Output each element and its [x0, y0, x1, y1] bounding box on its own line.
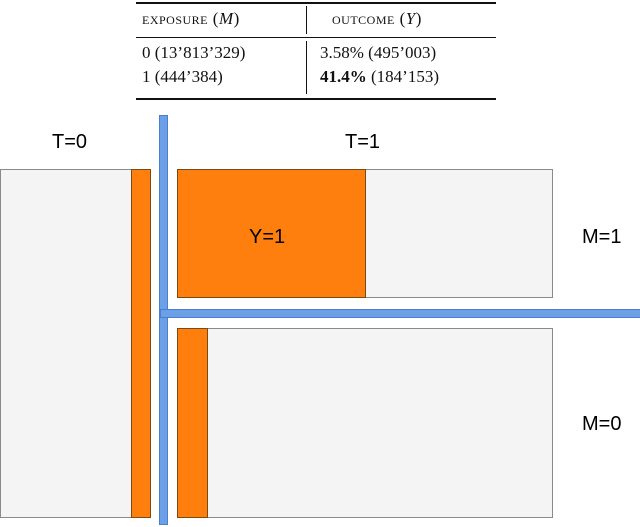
label-m1: M=1 [582, 226, 622, 248]
table-header-separator [306, 6, 307, 34]
row-1-outcome: 41.4% (184’153) [320, 67, 439, 86]
t0-outcome-bar [131, 169, 151, 518]
t1-m0-box [177, 328, 553, 518]
label-m0: M=0 [582, 413, 622, 435]
label-y1: Y=1 [249, 226, 286, 248]
row-1-exposure: 1 (444’384) [142, 67, 223, 86]
header-exposure: exposure (M) [142, 9, 240, 28]
table-body-separator [306, 41, 307, 94]
table-mid-rule [136, 37, 496, 38]
row-0-outcome: 3.58% (495’003) [320, 43, 437, 62]
t0-box [0, 169, 151, 518]
row-0-exposure: 0 (13’813’329) [142, 43, 246, 62]
treatment-divider [159, 115, 168, 525]
header-outcome: outcome (Y) [332, 9, 422, 28]
exposure-divider [160, 309, 640, 318]
t1-m1-outcome-area [177, 169, 366, 298]
t1-m0-outcome-bar [177, 328, 208, 518]
table-bottom-rule [136, 98, 496, 100]
label-t0: T=0 [52, 131, 88, 153]
label-t1: T=1 [345, 131, 381, 153]
table-top-rule [136, 2, 496, 4]
exposure-outcome-table: exposure (M) outcome (Y) 0 (13’813’329) … [136, 0, 496, 100]
